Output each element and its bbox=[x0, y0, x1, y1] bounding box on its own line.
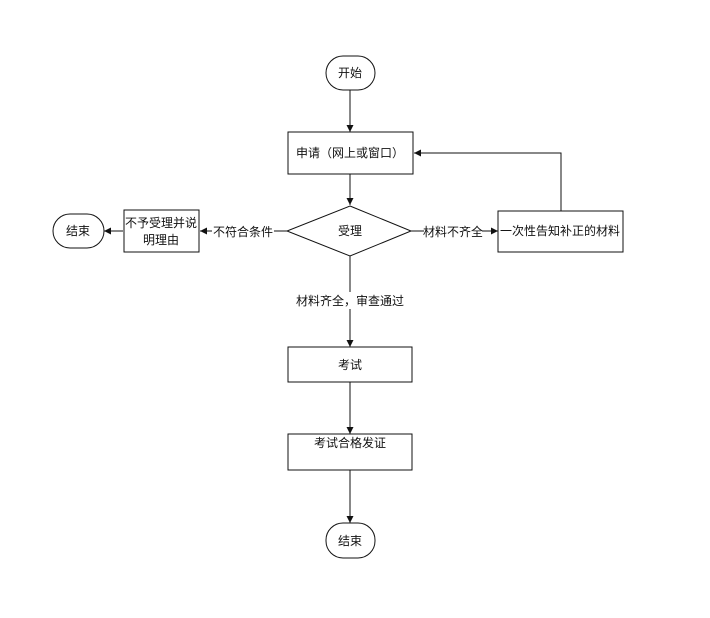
end-node-bottom bbox=[325, 522, 376, 559]
notify-node-label: 一次性告知补正的材料 bbox=[500, 223, 620, 238]
certify-node-label: 考试合格发证 bbox=[314, 435, 386, 450]
edge-label-bg-not-meet bbox=[212, 223, 274, 240]
apply-node-label: 申请（网上或窗口） bbox=[296, 146, 404, 160]
certify-node bbox=[287, 433, 413, 471]
notify-node bbox=[497, 210, 624, 253]
reject-node bbox=[123, 209, 200, 253]
reject-label-line-1: 不予受理并说 bbox=[125, 215, 197, 230]
edge-label-not-meet: 不符合条件 bbox=[213, 224, 273, 239]
edge-notify-to-apply bbox=[414, 149, 562, 211]
start-node bbox=[325, 55, 376, 91]
apply-node bbox=[287, 131, 414, 175]
end-node-left-label: 结束 bbox=[66, 224, 90, 238]
end-node-left bbox=[52, 213, 105, 249]
accept-decision-label: 受理 bbox=[338, 224, 362, 238]
end-node-bottom-label: 结束 bbox=[338, 534, 362, 548]
edge-label-bg-incomplete bbox=[424, 223, 482, 240]
reject-node-label: 不予受理并说明理由 bbox=[125, 215, 197, 247]
edge-label-pass: 材料齐全，审查通过 bbox=[296, 293, 404, 308]
reject-label-line-2: 明理由 bbox=[143, 233, 179, 247]
exam-node bbox=[287, 346, 413, 383]
edge-label-incomplete: 材料不齐全 bbox=[423, 224, 483, 239]
start-node-label: 开始 bbox=[338, 66, 362, 80]
exam-node-label: 考试 bbox=[338, 357, 362, 372]
edge-label-bg-pass bbox=[300, 292, 401, 309]
accept-decision bbox=[285, 205, 413, 257]
